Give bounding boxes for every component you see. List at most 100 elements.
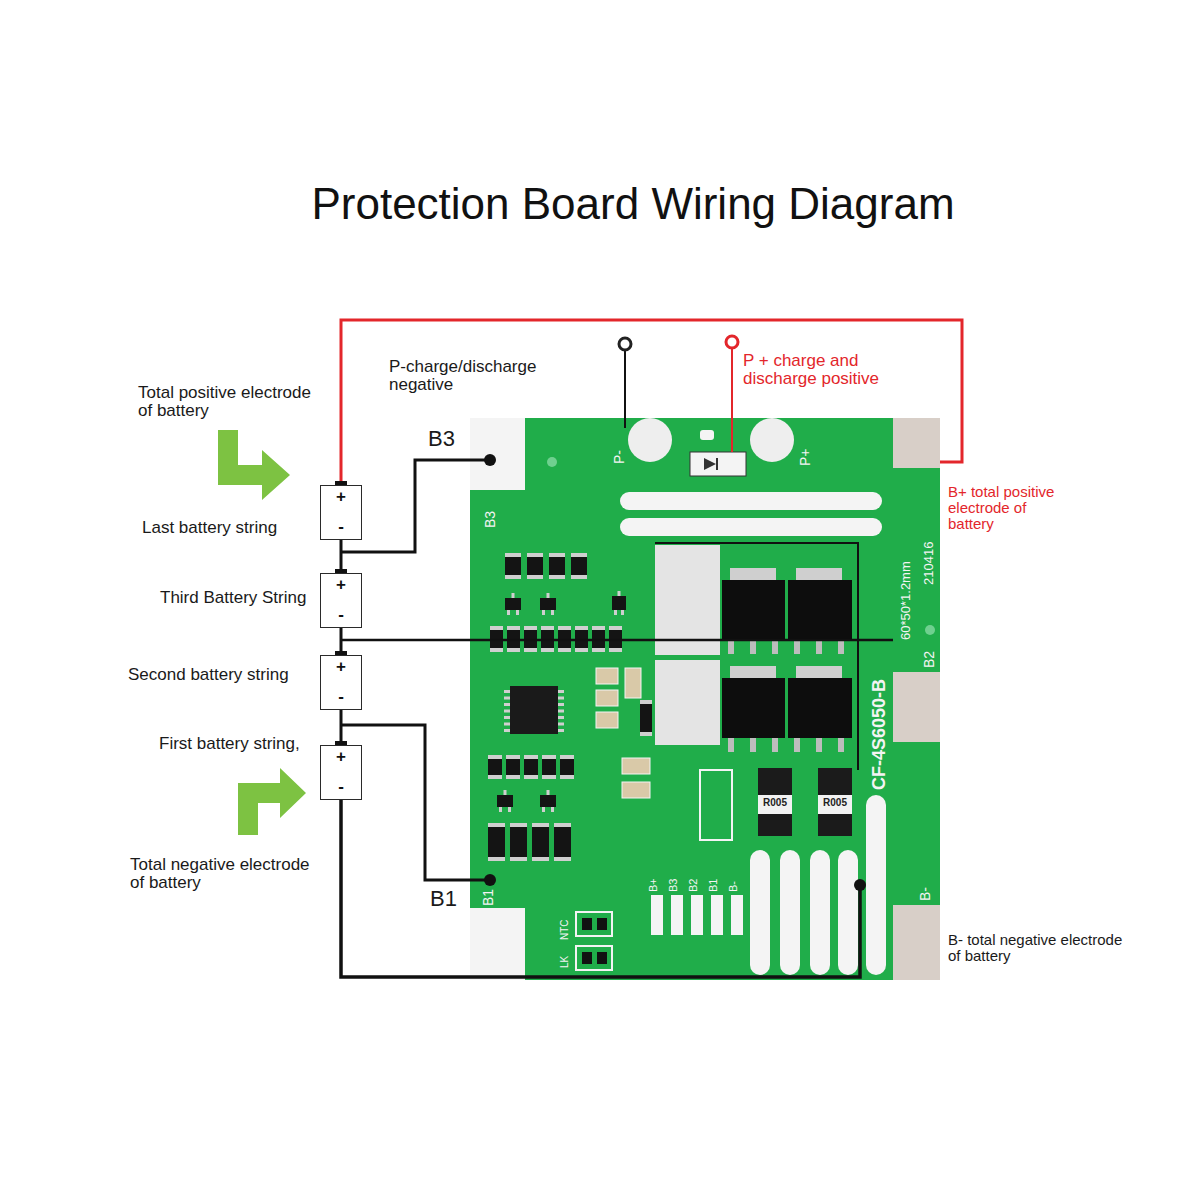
transistor-leg bbox=[547, 593, 550, 598]
ic-pin bbox=[504, 716, 510, 719]
mosfet-leg bbox=[772, 640, 778, 654]
mosfet bbox=[722, 678, 785, 738]
ic-pin bbox=[504, 703, 510, 706]
smd-capacitor bbox=[596, 690, 618, 706]
smd-capacitor bbox=[622, 758, 650, 774]
smd-transistor bbox=[505, 598, 521, 610]
cell-link-wire bbox=[340, 628, 343, 655]
battery-cell: +- bbox=[320, 485, 362, 540]
copper-bar bbox=[838, 850, 858, 975]
smd-resistor-body bbox=[506, 759, 520, 775]
smd-resistor-body bbox=[527, 557, 543, 575]
silkscreen-label: B3 bbox=[483, 511, 497, 528]
smd-resistor-body bbox=[505, 557, 521, 575]
mosfet-tab bbox=[796, 666, 842, 680]
smd-capacitor bbox=[622, 782, 650, 798]
b1-wire bbox=[341, 725, 490, 880]
silkscreen-label: NTC bbox=[560, 919, 570, 940]
annotation-label: B+ total positive electrode of battery bbox=[948, 484, 1068, 531]
mosfet-leg bbox=[750, 640, 756, 654]
shunt-resistor bbox=[818, 768, 852, 836]
transistor-leg bbox=[508, 807, 511, 812]
header-hole bbox=[597, 918, 607, 930]
b2-wire bbox=[341, 639, 893, 642]
smd-resistor bbox=[542, 755, 556, 779]
ic-pin bbox=[558, 729, 564, 732]
silkscreen-label: P+ bbox=[798, 448, 812, 466]
smd-resistor bbox=[510, 823, 527, 861]
ic-pin bbox=[504, 710, 510, 713]
mosfet-leg bbox=[728, 640, 734, 654]
mosfet-leg bbox=[772, 738, 778, 752]
smd-resistor bbox=[560, 755, 574, 779]
cell-polarity: + bbox=[336, 576, 346, 593]
mosfet-leg bbox=[816, 738, 822, 752]
diagram-title: Protection Board Wiring Diagram bbox=[311, 180, 954, 228]
smd-resistor-body bbox=[488, 827, 505, 857]
smd-capacitor bbox=[625, 668, 641, 698]
board-dimension: 60*50*1.2mm bbox=[899, 561, 912, 640]
mosfet-leg bbox=[838, 738, 844, 752]
b2-pad bbox=[893, 672, 940, 742]
leader-line bbox=[624, 350, 626, 428]
diode-symbol bbox=[716, 458, 718, 470]
transistor-leg bbox=[614, 610, 617, 615]
cell-polarity: + bbox=[336, 748, 346, 765]
annotation-label: B- total negative electrode of battery bbox=[948, 932, 1134, 964]
resistor-band bbox=[758, 795, 792, 814]
control-ic bbox=[510, 686, 558, 734]
cell-label: Second battery string bbox=[128, 666, 289, 683]
b3-pad bbox=[470, 418, 525, 490]
terminal-label: P + charge and discharge positive bbox=[743, 352, 903, 388]
silkscreen-label: LK bbox=[560, 956, 570, 968]
green-arrow bbox=[218, 430, 290, 500]
smd-resistor bbox=[549, 553, 565, 579]
smd-resistor-body bbox=[524, 759, 538, 775]
smd-transistor bbox=[497, 795, 513, 807]
ic-pin bbox=[558, 697, 564, 700]
battery-cell: +- bbox=[320, 655, 362, 710]
green-arrow bbox=[238, 768, 306, 835]
smd-resistor bbox=[506, 755, 520, 779]
smd-resistor bbox=[524, 755, 538, 779]
bplus-pad bbox=[893, 418, 940, 468]
trace-line bbox=[655, 543, 858, 770]
smd-resistor-body bbox=[560, 759, 574, 775]
smd-resistor bbox=[571, 553, 587, 579]
cell-link-wire bbox=[340, 710, 343, 745]
smd-capacitor bbox=[596, 712, 618, 728]
silkscreen-label: B2 bbox=[922, 651, 936, 668]
pin-name: B+ bbox=[648, 878, 659, 892]
resistor-code: R005 bbox=[818, 798, 852, 809]
terminal-marker bbox=[619, 338, 631, 350]
copper-bar bbox=[750, 850, 770, 975]
transistor-leg bbox=[547, 790, 550, 795]
smd-resistor bbox=[488, 823, 505, 861]
date-code: 210416 bbox=[922, 542, 935, 585]
smd-resistor-body bbox=[571, 557, 587, 575]
copper-bar bbox=[810, 850, 830, 975]
ic-pin bbox=[504, 697, 510, 700]
battery-cell: +- bbox=[320, 745, 362, 800]
cell-polarity: - bbox=[338, 518, 344, 535]
copper-bar bbox=[620, 492, 882, 510]
mosfet-leg bbox=[794, 640, 800, 654]
terminal-label: P-charge/discharge negative bbox=[389, 358, 559, 394]
pad-name: B1 bbox=[430, 888, 457, 910]
ic-pin bbox=[504, 690, 510, 693]
b3-wire bbox=[341, 460, 490, 552]
cell-polarity: - bbox=[338, 606, 344, 623]
copper-bar bbox=[866, 795, 886, 975]
annotation-label: Total negative electrode of battery bbox=[130, 856, 320, 892]
diode-symbol bbox=[704, 458, 716, 470]
heat-pad bbox=[655, 660, 720, 745]
transistor-leg bbox=[516, 610, 519, 615]
header-pin bbox=[711, 895, 723, 935]
cell-label: First battery string, bbox=[159, 735, 300, 752]
ic-pin bbox=[558, 703, 564, 706]
smd-resistor-body bbox=[542, 759, 556, 775]
pcb-board bbox=[470, 418, 940, 980]
smd-resistor bbox=[505, 553, 521, 579]
resistor-code: R005 bbox=[758, 798, 792, 809]
mosfet-leg bbox=[750, 738, 756, 752]
